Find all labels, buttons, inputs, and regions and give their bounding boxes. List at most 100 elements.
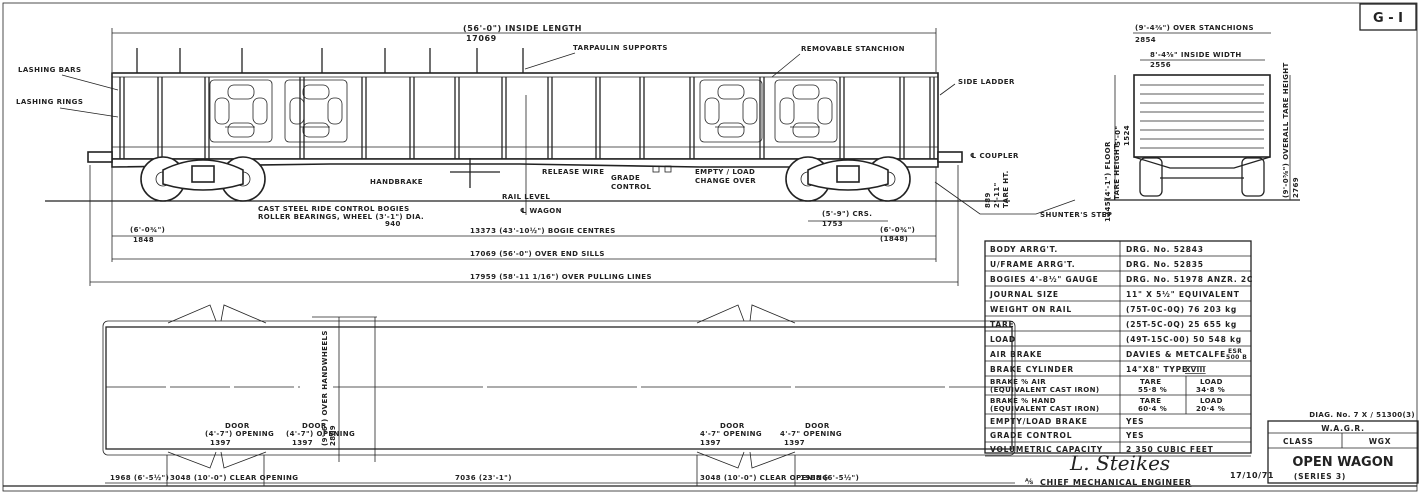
spec-value: DAVIES & METCALFE — [1126, 350, 1226, 359]
spec-value: (25T-5C-0Q) 25 655 kg — [1126, 320, 1237, 329]
wagon-body — [111, 72, 939, 160]
overhang-left: (6'-0¾") — [130, 226, 165, 234]
signature-block: L. Steikes ⅍ CHIEF MECHANICAL ENGINEER 1… — [1025, 451, 1274, 487]
door-label-2: DOOR — [302, 422, 327, 430]
floor-height-label: TARE HEIGHT — [1113, 144, 1121, 200]
spec-label: JOURNAL SIZE — [989, 290, 1059, 299]
empty-load-label: EMPTY / LOAD — [695, 168, 755, 176]
overall-height-dim: (9'-0⅝") OVERALL TARE HEIGHT — [1282, 62, 1290, 198]
lashing-bars-label: LASHING BARS — [18, 66, 81, 74]
brake-load: 34·8 % — [1196, 386, 1225, 394]
plan-body — [105, 326, 1013, 450]
door-mm-3: 1397 — [700, 439, 721, 447]
spec-label: VOLUMETRIC CAPACITY — [990, 445, 1103, 454]
over-stanchions-mm: 2854 — [1135, 36, 1156, 44]
overhang-left-mm: 1848 — [133, 236, 154, 244]
spec-value: DRG. No. 51978 ANZR. 2C — [1126, 275, 1253, 284]
door-mm-4: 1397 — [784, 439, 805, 447]
bogie — [140, 156, 266, 202]
spec-value-type: XVIII — [1185, 366, 1206, 374]
inside-width-mm: 2556 — [1150, 61, 1171, 69]
coupler-left — [87, 151, 113, 163]
railway-name: W.A.G.R. — [1321, 424, 1364, 433]
grade-control-label: GRADE — [611, 174, 640, 182]
tare-height-imp: 2'-11" — [993, 182, 1001, 208]
spec-label: EMPTY/LOAD BRAKE — [990, 417, 1088, 426]
coupler-label: ℄ COUPLER — [970, 152, 1019, 160]
clear-right-dim: 3048 (10'-0") CLEAR OPENING — [700, 474, 828, 482]
lashing-rings-label: LASHING RINGS — [16, 98, 83, 106]
wheelbase-mm: 1753 — [822, 220, 843, 228]
handbrake-label: HANDBRAKE — [370, 178, 423, 186]
clear-left-dim: 3048 (10'-0") CLEAR OPENING — [170, 474, 298, 482]
spec-value: (75T-0C-0Q) 76 203 kg — [1126, 305, 1237, 314]
door-opening-3: 4'-7" OPENING — [700, 430, 762, 438]
over-handwheels-mm: 2869 — [329, 425, 337, 446]
door-panel — [774, 79, 838, 143]
door-opening-2: (4'-7") OPENING — [286, 430, 355, 438]
centre-dim: 7036 (23'-1") — [455, 474, 512, 482]
removable-stanchion-label: REMOVABLE STANCHION — [801, 45, 905, 53]
door-mm-1: 1397 — [210, 439, 231, 447]
brake-label-1: BRAKE % HAND — [990, 397, 1056, 405]
title-block: DIAG. No. 7 X / 51300(3) W.A.G.R. CLASS … — [1267, 411, 1419, 484]
floor-height-dim: (4'-1") FLOOR — [1104, 141, 1112, 200]
class-value: WGX — [1369, 437, 1392, 446]
spec-label: BRAKE CYLINDER — [990, 365, 1074, 374]
signature-title: CHIEF MECHANICAL ENGINEER — [1040, 478, 1192, 487]
overhang-right-mm: (1848) — [880, 235, 908, 243]
wagon-name: OPEN WAGON — [1292, 455, 1393, 470]
brake-label-2: (EQUIVALENT CAST IRON) — [990, 405, 1100, 413]
rail-level-label: RAIL LEVEL — [502, 193, 550, 201]
spec-value: DRG. No. 52835 — [1126, 260, 1204, 269]
brake-tare: 60·4 % — [1138, 405, 1167, 413]
spec-label: TARE — [990, 320, 1014, 329]
spec-label: GRADE CONTROL — [990, 431, 1072, 440]
bogies-label: CAST STEEL RIDE CONTROL BOGIES — [258, 205, 410, 213]
door-label-1: DOOR — [225, 422, 250, 430]
handbrake-wheel — [450, 158, 500, 188]
end-right-dim: 1968 (6'-5½") — [800, 474, 859, 482]
door-mm-2: 1397 — [292, 439, 313, 447]
door-opening-1: (4'-7") OPENING — [205, 430, 274, 438]
door-panel — [209, 79, 273, 143]
brake-label-2: (EQUIVALENT CAST IRON) — [990, 386, 1100, 394]
brake-load-label: LOAD — [1200, 378, 1223, 386]
diagram-number: DIAG. No. 7 X / 51300(3) — [1309, 411, 1415, 419]
door-label-3: DOOR — [720, 422, 745, 430]
spec-label: U/FRAME ARRG'T. — [990, 260, 1075, 269]
end-sills-dim: 17069 (56'-0") OVER END SILLS — [470, 250, 605, 258]
spec-value: (49T-15C-00) 50 548 kg — [1126, 335, 1242, 344]
signature-date: 17/10/71 — [1230, 471, 1274, 480]
signature: L. Steikes — [1069, 451, 1170, 475]
body-height-mm: 1524 — [1123, 125, 1131, 146]
spec-value-sub: 500 B — [1226, 354, 1247, 361]
empty-load-label-2: CHANGE OVER — [695, 177, 756, 185]
side-elevation: (56'-0") INSIDE LENGTH 17069 LASHING BA — [16, 24, 1112, 286]
spec-label: AIR BRAKE — [990, 350, 1042, 359]
pulling-lines-dim: 17959 (58'-11 1/16") OVER PULLING LINES — [470, 273, 652, 281]
inside-length-mm: 17069 — [466, 34, 497, 43]
bogie — [785, 156, 911, 202]
door-panel — [699, 79, 763, 143]
overhang-right: (6'-0¾") — [880, 226, 915, 234]
tare-height-mm: 889 — [984, 192, 992, 208]
tarpaulin-supports-label: TARPAULIN SUPPORTS — [573, 44, 668, 52]
body-height-dim: 5'-0" — [1114, 126, 1122, 146]
spec-label: BOGIES 4'-8½" GAUGE — [990, 275, 1099, 284]
inside-width-dim: 8'-4⅝" INSIDE WIDTH — [1150, 51, 1242, 59]
door-panel — [284, 79, 348, 143]
spec-label: WEIGHT ON RAIL — [990, 305, 1072, 314]
signature-prefix: ⅍ — [1025, 477, 1034, 486]
floor-height-mm: 1245 — [1104, 201, 1112, 222]
class-label: CLASS — [1283, 437, 1314, 446]
sheet-id-box: G - I — [1359, 3, 1417, 31]
wagon-centre-label: ℄ WAGON — [520, 207, 562, 215]
brake-tare-label: TARE — [1140, 397, 1161, 405]
plan-view: (9'-6") OVER HANDWHEELS 2869 DOOR (4'-7"… — [102, 304, 1016, 486]
brake-load-label: LOAD — [1200, 397, 1223, 405]
door-label-4: DOOR — [805, 422, 830, 430]
